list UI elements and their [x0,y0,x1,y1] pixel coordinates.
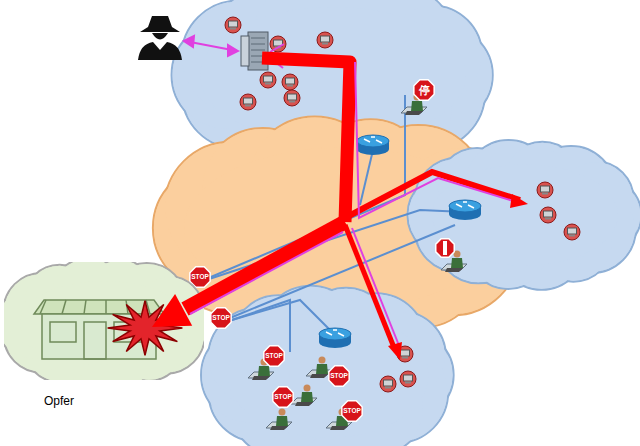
warning-bar [443,241,447,255]
network-link [360,150,373,205]
victim-cloud-shape [4,262,204,380]
bot-computer [537,182,553,198]
bot-computer [400,371,416,387]
bottom-network-cloud [201,286,454,446]
cloud-core [20,281,188,365]
bot-computer [380,376,396,392]
attack-flow [185,222,345,309]
stop-sign-text: STOP [210,307,232,329]
attack-flow-line [190,232,343,314]
right-network-cloud [407,140,640,290]
node-heading: Opfer [4,394,114,408]
stop-sign [273,387,293,407]
stop-sign [414,80,434,100]
stop-sign-text: STOP [341,400,363,422]
bot-computer [225,17,241,33]
bot-computer [540,207,556,223]
network-link [230,225,455,318]
cloud-core [228,312,429,438]
network-links [192,95,465,352]
stop-sign-text: 停 [413,79,435,101]
stop-sign-text: STOP [263,345,285,367]
stop-sign [190,267,210,287]
stop-sign [264,346,284,366]
stop-sign [211,308,231,328]
warning-sign [436,239,454,257]
user-at-laptop [291,385,317,407]
bot-computer [270,36,286,52]
network-link [192,95,405,285]
attacker-silhouette [138,16,182,60]
bot-computer [564,224,580,240]
network-link [232,300,290,352]
victim-cloud [4,262,204,380]
shop-building [34,300,164,359]
victim-network: Opfer [4,262,204,412]
attack-traffic [262,58,528,360]
bot-computer [282,74,298,90]
stop-sign-text: STOP [272,386,294,408]
user-at-laptop [266,409,292,431]
bot-computer [260,72,276,88]
bot-computer [317,32,333,48]
stop-sign [342,401,362,421]
network-link [200,210,465,282]
stop-sign [329,366,349,386]
bot-computer [284,90,300,106]
router-symbol [357,135,389,155]
stop-sign-text: STOP [189,266,211,288]
router-symbol [319,328,351,348]
router-symbol [449,200,481,220]
stop-sign-text: STOP [328,365,350,387]
impact-burst [108,301,183,355]
bot-computer [240,94,256,110]
attack-arrowhead [152,294,192,327]
